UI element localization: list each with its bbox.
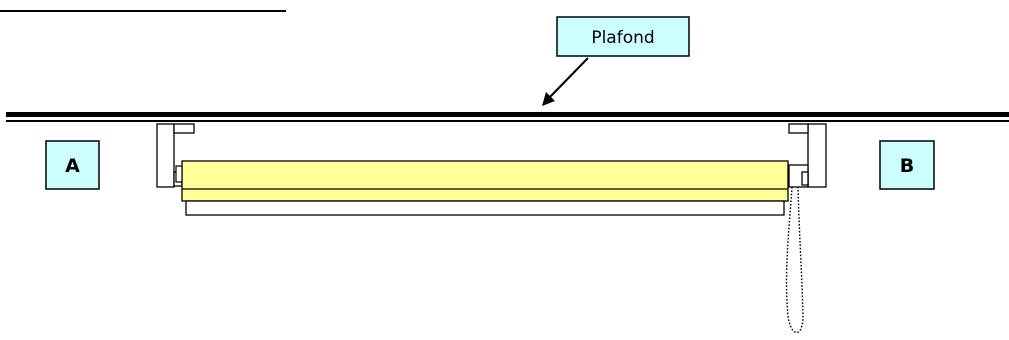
label-b-box: [879, 140, 935, 190]
left-end-cap: [175, 165, 183, 183]
label-a-box: [45, 140, 100, 190]
label-a-text: A: [65, 155, 80, 177]
plafond-callout: Plafond: [556, 16, 690, 57]
plafond-arrow: [542, 57, 589, 106]
pull-chain: [785, 186, 804, 334]
plafond-label: Plafond: [591, 28, 654, 48]
roller-blind: [181, 160, 789, 216]
roller-tube: [181, 160, 789, 202]
label-a: A: [45, 140, 100, 190]
bottom-rail: [185, 200, 785, 216]
plafond-label-box: [556, 16, 690, 57]
right-bracket: [788, 123, 827, 188]
ceiling-line: [6, 112, 1009, 122]
label-b-text: B: [900, 155, 914, 177]
label-b: B: [879, 140, 935, 190]
